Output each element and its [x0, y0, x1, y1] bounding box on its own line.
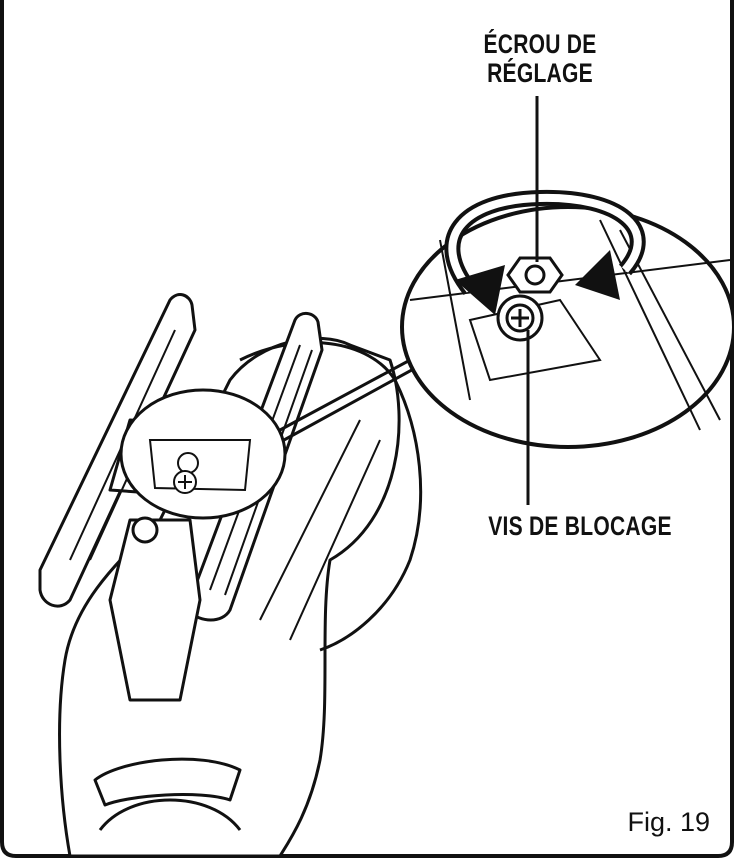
detail-leader: [279, 350, 431, 442]
front-visor: [93, 757, 242, 807]
lock-screw-label: VIS DE BLOCAGE: [488, 511, 672, 541]
adjustment-nut-label: ÉCROU DE RÉGLAGE: [462, 30, 618, 88]
rear-grip: [239, 341, 423, 652]
guide-roller: [131, 516, 159, 544]
nose-contour: [98, 798, 242, 831]
detail-source-circle: [119, 388, 287, 520]
figure-number: Fig. 19: [627, 807, 710, 837]
rotation-arrow-head-left: [455, 265, 505, 315]
magnified-detail-circle: [400, 205, 734, 449]
blade-guide: [108, 518, 202, 702]
rotation-arrow-head-right: [575, 250, 620, 300]
adjustment-nut-label-line1: ÉCROU DE: [483, 29, 597, 59]
adjustment-nut-label-line2: RÉGLAGE: [487, 58, 593, 88]
